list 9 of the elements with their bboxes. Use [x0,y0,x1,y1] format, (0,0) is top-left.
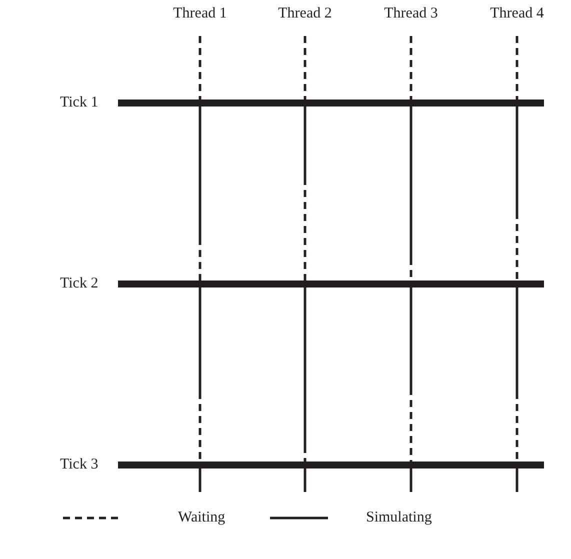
thread-label: Thread 1 [173,6,227,22]
tick-label: Tick 2 [60,276,98,292]
legend-label: Waiting [178,510,226,526]
thread-label: Thread 3 [384,6,438,22]
tick-label: Tick 1 [60,94,98,112]
tick-label: Tick 3 [60,456,98,474]
thread-label: Thread 4 [490,6,544,22]
legend-label: Simulating [366,510,432,526]
thread-label: Thread 2 [278,6,332,22]
